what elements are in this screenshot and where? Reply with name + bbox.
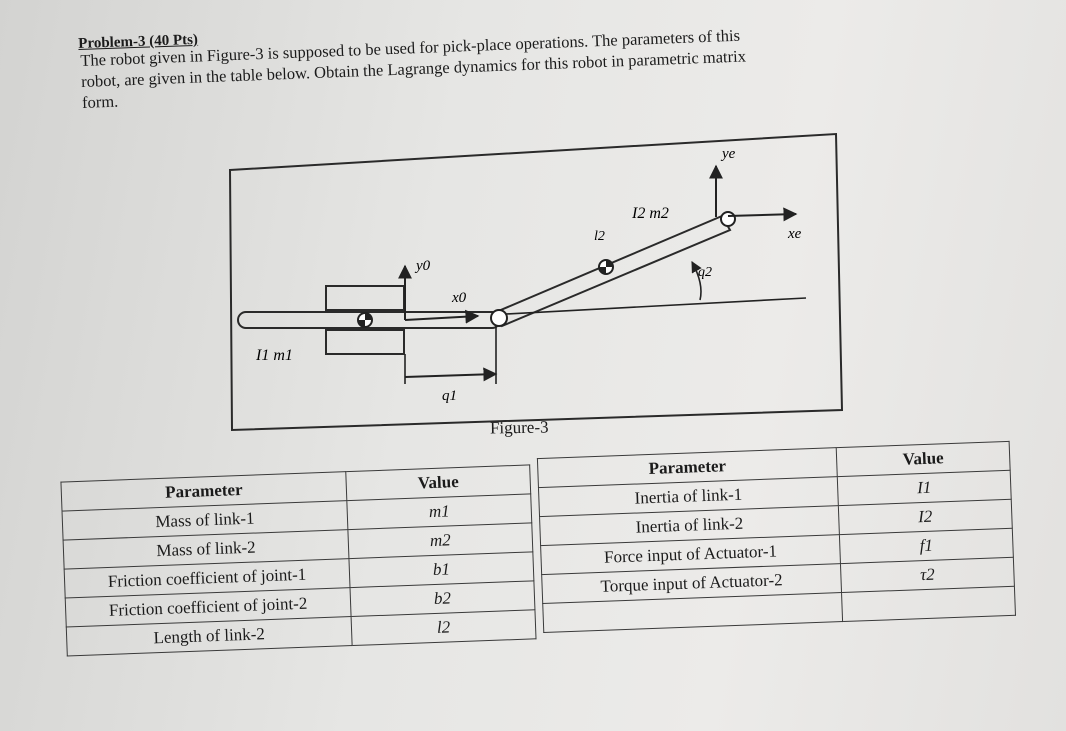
com-link-2-icon bbox=[598, 259, 614, 275]
xe-label: xe bbox=[787, 226, 802, 242]
value-cell bbox=[841, 586, 1016, 622]
figure-caption: Figure-3 bbox=[489, 417, 549, 438]
ye-label: ye bbox=[720, 146, 736, 162]
x0-axis-arrow bbox=[404, 309, 480, 324]
guide-block-top bbox=[325, 285, 405, 311]
q1-dimension-arrow bbox=[404, 367, 498, 382]
link-2-rod bbox=[494, 214, 732, 328]
q2-reference-line bbox=[505, 297, 807, 315]
revolute-joint-icon bbox=[490, 309, 508, 327]
q1-label: q1 bbox=[442, 388, 457, 404]
y0-label: y0 bbox=[414, 258, 431, 274]
figure-frame bbox=[228, 132, 844, 432]
link-2-label: I2 m2 bbox=[631, 205, 669, 222]
value-cell: l2 bbox=[351, 609, 537, 646]
x0-label: x0 bbox=[451, 290, 467, 306]
com-link-1-icon bbox=[357, 312, 373, 328]
q2-angle-arc bbox=[691, 261, 702, 301]
link-1-label: I1 m1 bbox=[255, 347, 293, 364]
guide-block-bottom bbox=[325, 329, 405, 355]
q2-label: q2 bbox=[698, 265, 712, 280]
l2-label: l2 bbox=[594, 229, 605, 244]
xe-axis-arrow bbox=[727, 207, 798, 222]
end-effector-icon bbox=[720, 211, 736, 227]
